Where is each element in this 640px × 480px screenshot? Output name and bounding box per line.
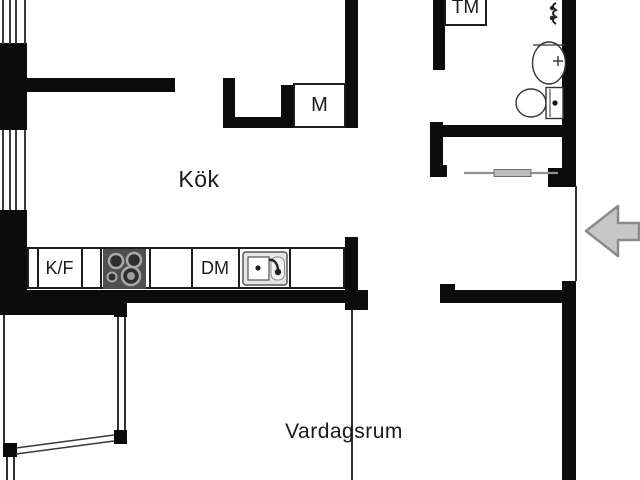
sliding-door-icon xyxy=(464,169,558,177)
counter-divider xyxy=(37,249,39,287)
wall-top-mid xyxy=(345,0,358,128)
wall-bottom-left xyxy=(0,302,127,315)
dishwasher-label: DM xyxy=(201,257,229,278)
wall-m-box-left xyxy=(281,85,293,128)
wall-right-upper-foot xyxy=(548,168,576,187)
kitchen-counter: K/F DM xyxy=(27,247,345,289)
entrance-threshold-line xyxy=(575,186,577,281)
fridge-freezer-label: K/F xyxy=(45,257,74,278)
wall-kitchen-stub xyxy=(25,78,175,92)
balcony-glass-line xyxy=(351,310,353,480)
stove-burners-icon xyxy=(103,249,146,289)
washbasin-icon xyxy=(531,41,567,85)
wall-right-lower xyxy=(562,281,576,480)
wall-bottom-left-end xyxy=(114,300,127,317)
wall-hall-bottom-cap xyxy=(440,284,455,303)
wall-kitchen-bottom xyxy=(25,290,368,303)
m-unit-box: M xyxy=(293,83,346,128)
faucet-icon xyxy=(549,2,558,25)
counter-divider xyxy=(100,249,102,287)
living-room-label: Vardagsrum xyxy=(285,420,403,443)
wall-right-upper xyxy=(562,0,576,186)
counter-divider xyxy=(81,249,83,287)
kitchen-label: Kök xyxy=(178,165,220,192)
wall-hall-left-foot xyxy=(430,165,447,177)
wall-kitchen-corner-block xyxy=(345,290,368,310)
wall-hall-left xyxy=(430,122,443,177)
wall-m-left-stub xyxy=(223,78,235,128)
wall-bathroom-bottom xyxy=(440,125,567,137)
washing-machine-box: TM xyxy=(444,0,487,26)
entrance-arrow-icon xyxy=(584,204,640,258)
toilet-icon xyxy=(515,86,564,120)
counter-divider xyxy=(238,249,240,287)
counter-divider xyxy=(191,249,193,287)
wall-bathroom-left xyxy=(433,0,445,70)
balcony-diagonal-rail xyxy=(15,434,115,455)
wall-left-mid xyxy=(0,210,27,315)
m-unit-label: M xyxy=(311,94,328,116)
washing-machine-label: TM xyxy=(451,0,480,18)
wall-left-upper xyxy=(0,43,27,130)
wall-m-bottom xyxy=(223,117,293,128)
wall-hall-bottom xyxy=(441,290,567,303)
counter-divider xyxy=(149,249,151,287)
counter-divider xyxy=(289,249,291,287)
